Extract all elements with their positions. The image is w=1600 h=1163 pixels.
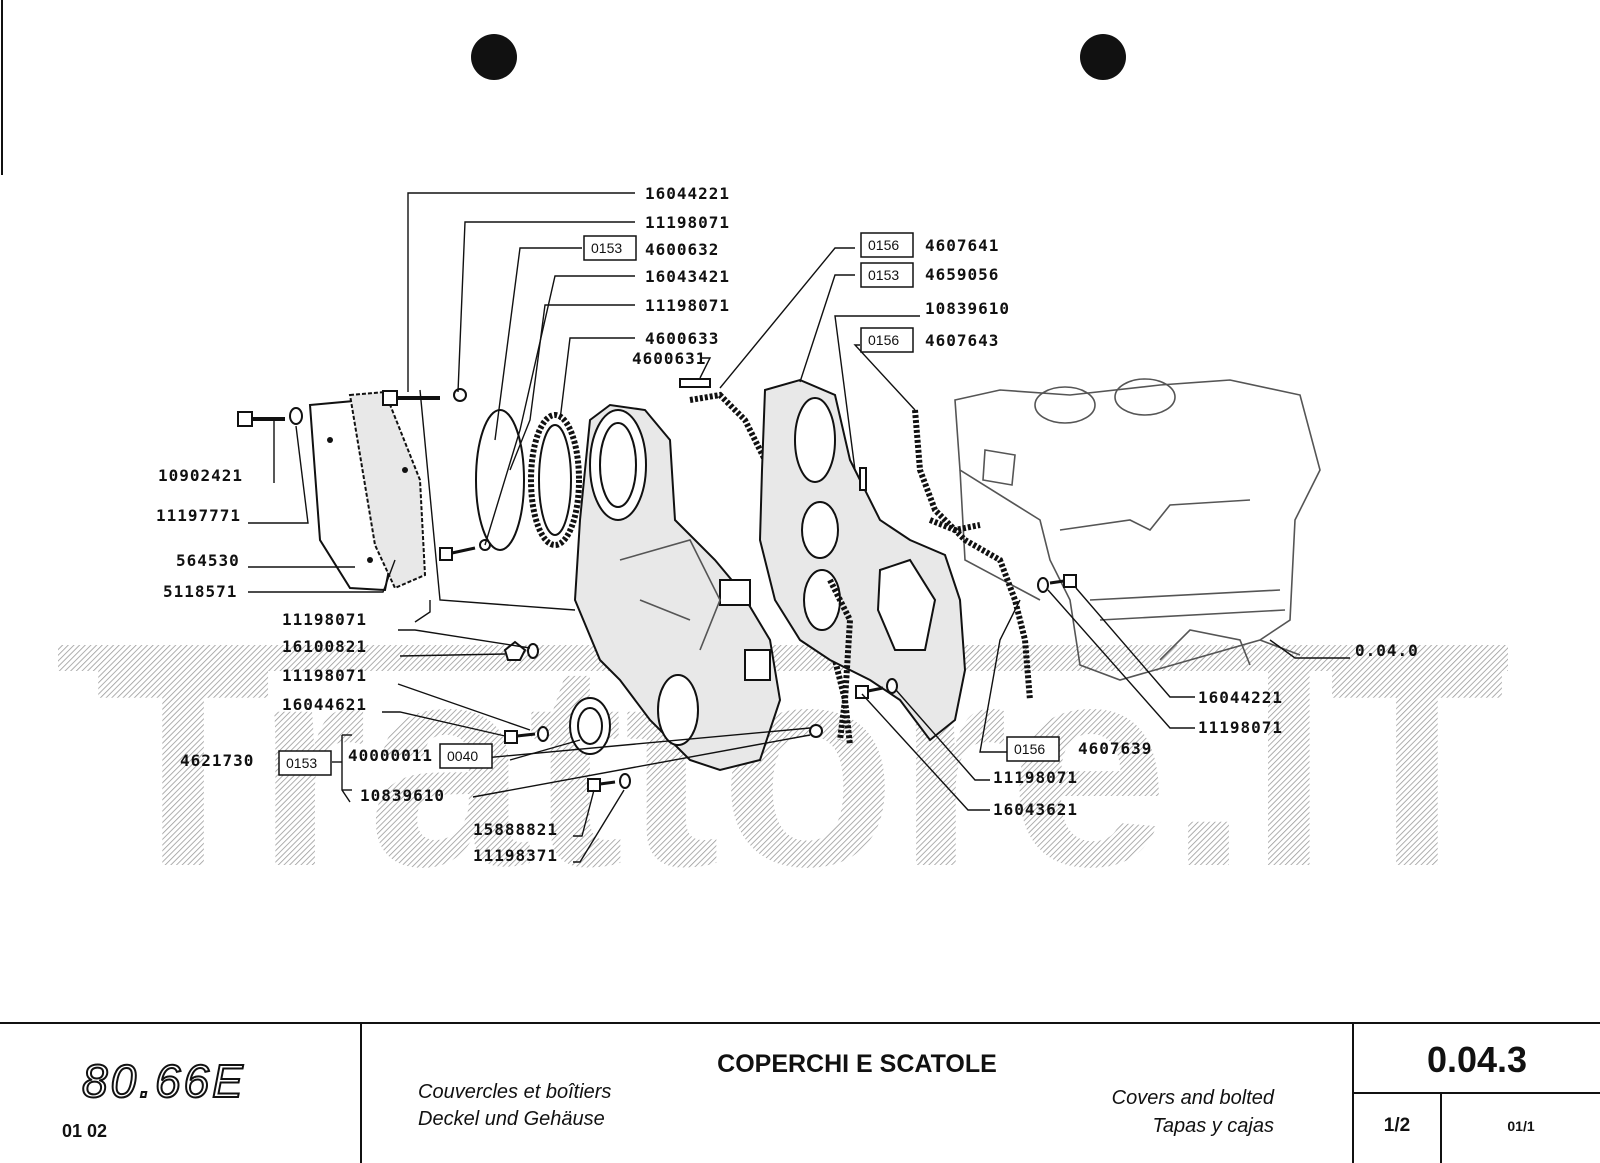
label-4621730: 4621730	[180, 751, 254, 770]
pin-10839610-top	[859, 467, 867, 491]
label-10839610-bot: 10839610	[360, 786, 445, 805]
label-0-04-0: 0.04.0	[1355, 641, 1419, 660]
title-block-description-cell: COPERCHI E SCATOLE Couvercles et boîtier…	[362, 1024, 1354, 1163]
title-spanish: Tapas y cajas	[1152, 1115, 1274, 1137]
washer-11198071-e	[886, 678, 898, 694]
bolt-16044621	[504, 730, 536, 744]
bolt-10902421	[237, 411, 285, 427]
box-0156-a: 0156	[868, 237, 899, 253]
label-4600633: 4600633	[645, 329, 719, 348]
title-english: Covers and bolted	[1111, 1087, 1274, 1109]
rear-housing	[758, 378, 967, 742]
label-4659056: 4659056	[925, 265, 999, 284]
label-5118571: 5118571	[163, 582, 237, 601]
box-0153-b: 0153	[868, 267, 899, 283]
washer-11198071-c	[527, 643, 539, 659]
label-4607639: 4607639	[1078, 739, 1152, 758]
bolt-16044221-right	[1049, 574, 1077, 588]
washer-11198371	[619, 773, 631, 789]
page-number: 1/2	[1354, 1094, 1442, 1163]
model-sub: 01 02	[62, 1121, 108, 1141]
label-11198071-c: 11198071	[282, 610, 367, 629]
title-french: Couvercles et boîtiers	[418, 1081, 612, 1103]
label-11198371: 11198371	[473, 846, 558, 865]
timing-cover	[573, 403, 782, 772]
watermark-band	[58, 645, 1508, 671]
title-german: Deckel und Gehäuse	[418, 1108, 605, 1130]
boxed-codes: 0153 0156 0153 0156 0153 0040 0156	[278, 232, 1060, 776]
group-reference: 0.04.3	[1354, 1024, 1600, 1094]
revision: 01/1	[1507, 1118, 1535, 1134]
gasket-4607639	[928, 517, 981, 534]
label-11198071-b: 11198071	[645, 296, 730, 315]
leader-lines	[248, 192, 1350, 863]
washer-11198071-d	[537, 726, 549, 742]
gasket-4600633	[528, 412, 582, 548]
label-11198071-right: 11198071	[1198, 718, 1283, 737]
label-16100821: 16100821	[282, 637, 367, 656]
box-0156-b: 0156	[868, 332, 899, 348]
label-16043621: 16043621	[993, 800, 1078, 819]
label-10902421: 10902421	[158, 466, 243, 485]
title-block-ref-cell: 0.04.3 1/2 01/1	[1354, 1024, 1600, 1163]
nut-11198071-top	[453, 388, 467, 402]
label-16044621: 16044621	[282, 695, 367, 714]
label-16044221-top: 16044221	[645, 184, 730, 203]
box-0153-top: 0153	[591, 240, 622, 256]
cover-plate	[308, 390, 427, 592]
box-0156-c: 0156	[1014, 741, 1045, 757]
dowel-4600631	[679, 378, 711, 388]
label-16043421: 16043421	[645, 267, 730, 286]
punch-hole-left	[471, 34, 517, 80]
nut-11198071-right	[1037, 577, 1049, 593]
gasket-4607643	[912, 409, 1033, 701]
box-0040: 0040	[447, 748, 478, 764]
label-4607643: 4607643	[925, 331, 999, 350]
bolt-16044221-top	[382, 390, 440, 406]
label-11198071-d: 11198071	[282, 666, 367, 685]
label-4607641: 4607641	[925, 236, 999, 255]
page-title: COPERCHI E SCATOLE	[717, 1050, 997, 1078]
label-11198071-a: 11198071	[645, 213, 730, 232]
label-16044221-right: 16044221	[1198, 688, 1283, 707]
bolt-16043421	[439, 546, 476, 561]
seal-4600632	[475, 409, 525, 551]
engine-block	[954, 378, 1321, 681]
label-10839610-top: 10839610	[925, 299, 1010, 318]
washer-11197771	[289, 407, 303, 425]
label-11198071-e: 11198071	[993, 768, 1078, 787]
pin-10839610	[809, 724, 823, 738]
label-15888821: 15888821	[473, 820, 558, 839]
label-564530: 564530	[176, 551, 240, 570]
punch-hole-right	[1080, 34, 1126, 80]
bolt-16043621	[855, 685, 884, 699]
label-4600632: 4600632	[645, 240, 719, 259]
box-0153-left: 0153	[286, 755, 317, 771]
title-block-model-cell: 80.66E 01 02	[0, 1024, 362, 1163]
label-40000011: 40000011	[348, 746, 433, 765]
title-block: 80.66E 01 02 COPERCHI E SCATOLE Couvercl…	[0, 1022, 1600, 1163]
part-labels: 16044221 11198071 4600632 16043421 11198…	[156, 184, 1419, 865]
model-number: 80.66E	[81, 1054, 246, 1108]
label-4600631: 4600631	[632, 349, 706, 368]
label-11197771: 11197771	[156, 506, 241, 525]
